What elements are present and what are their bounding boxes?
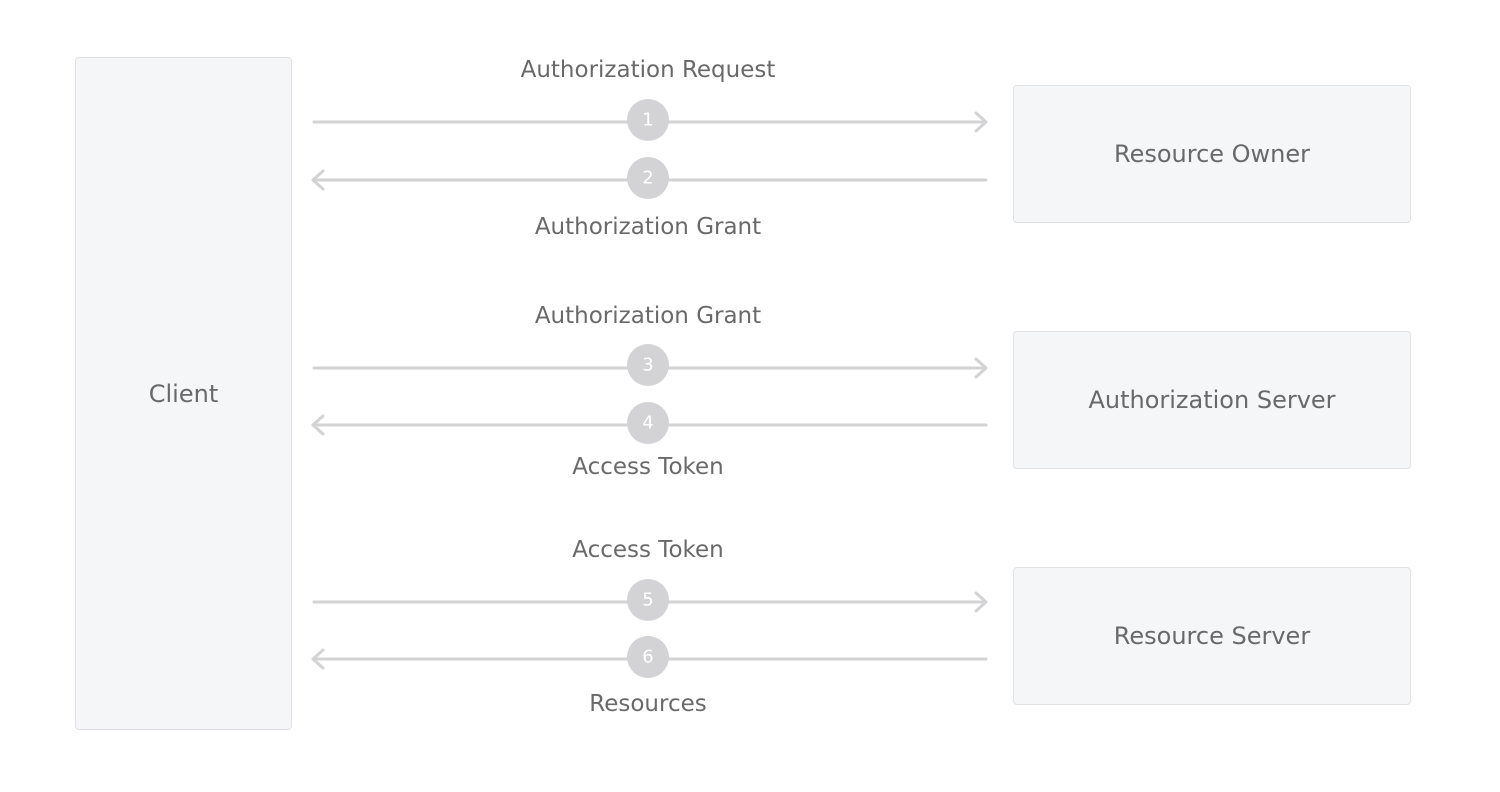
step-1-label: Authorization Request	[520, 57, 776, 83]
step-2-number: 2	[642, 168, 653, 189]
authorization-server-label: Authorization Server	[1088, 386, 1336, 414]
step-4-number: 4	[642, 413, 653, 434]
step-4-arrow: 4	[311, 402, 988, 444]
step-1-badge	[627, 99, 669, 141]
step-4-badge	[627, 402, 669, 444]
step-2-label: Authorization Grant	[534, 214, 762, 240]
step-6-badge	[627, 636, 669, 678]
resource-owner-box: Resource Owner	[1013, 85, 1411, 223]
step-6-arrow: 6	[311, 636, 988, 678]
step-5-number: 5	[642, 590, 653, 611]
client-box: Client	[75, 57, 292, 730]
step-2-arrow: 2	[311, 157, 988, 199]
step-3-badge	[627, 344, 669, 386]
resource-server-label: Resource Server	[1113, 622, 1311, 650]
authorization-server-box: Authorization Server	[1013, 331, 1411, 469]
step-3-arrow: 3	[312, 344, 988, 386]
step-6-label: Resources	[589, 691, 707, 717]
resource-server-box: Resource Server	[1013, 567, 1411, 705]
client-label: Client	[148, 379, 219, 408]
step-3-label: Authorization Grant	[534, 303, 762, 329]
step-1-number: 1	[642, 110, 653, 131]
step-2-badge	[627, 157, 669, 199]
step-3-number: 3	[642, 355, 653, 376]
step-5-label: Access Token	[572, 537, 724, 563]
step-6-number: 6	[642, 647, 653, 668]
step-1-arrow: 1	[312, 99, 988, 141]
step-5-arrow: 5	[312, 579, 988, 621]
resource-owner-label: Resource Owner	[1113, 140, 1311, 168]
step-4-label: Access Token	[572, 454, 724, 480]
step-5-badge	[627, 579, 669, 621]
